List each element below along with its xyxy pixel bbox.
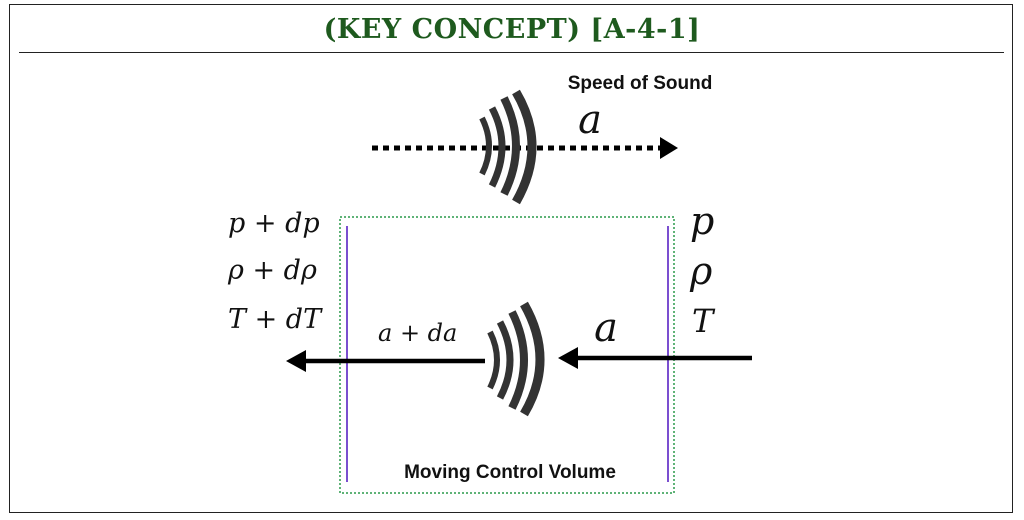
propagation-arrow	[372, 137, 678, 159]
inlet-velocity-arrow	[558, 347, 752, 369]
speed-symbol: a	[578, 97, 602, 143]
control-volume-box	[339, 216, 675, 494]
left-pressure-label: p + dp	[228, 208, 320, 239]
exit-velocity-label: a + da	[378, 319, 457, 347]
sound-wave-icon-bottom	[487, 301, 545, 417]
exit-velocity-arrow	[286, 350, 485, 372]
right-density-label: ρ	[689, 249, 713, 293]
outer-frame	[9, 4, 1013, 513]
title-divider	[19, 52, 1004, 53]
inlet-velocity-label: a	[594, 305, 618, 351]
left-density-label: ρ + dρ	[227, 255, 317, 286]
control-volume-label: Moving Control Volume	[404, 462, 616, 483]
speed-of-sound-label: Speed of Sound	[568, 73, 713, 94]
page-title: (KEY CONCEPT) [A-4-1]	[323, 14, 701, 45]
sound-wave-icon-top	[479, 89, 537, 205]
right-temperature-label: T	[692, 302, 716, 340]
right-pressure-label: p	[690, 199, 714, 243]
left-temperature-label: T + dT	[228, 304, 323, 335]
